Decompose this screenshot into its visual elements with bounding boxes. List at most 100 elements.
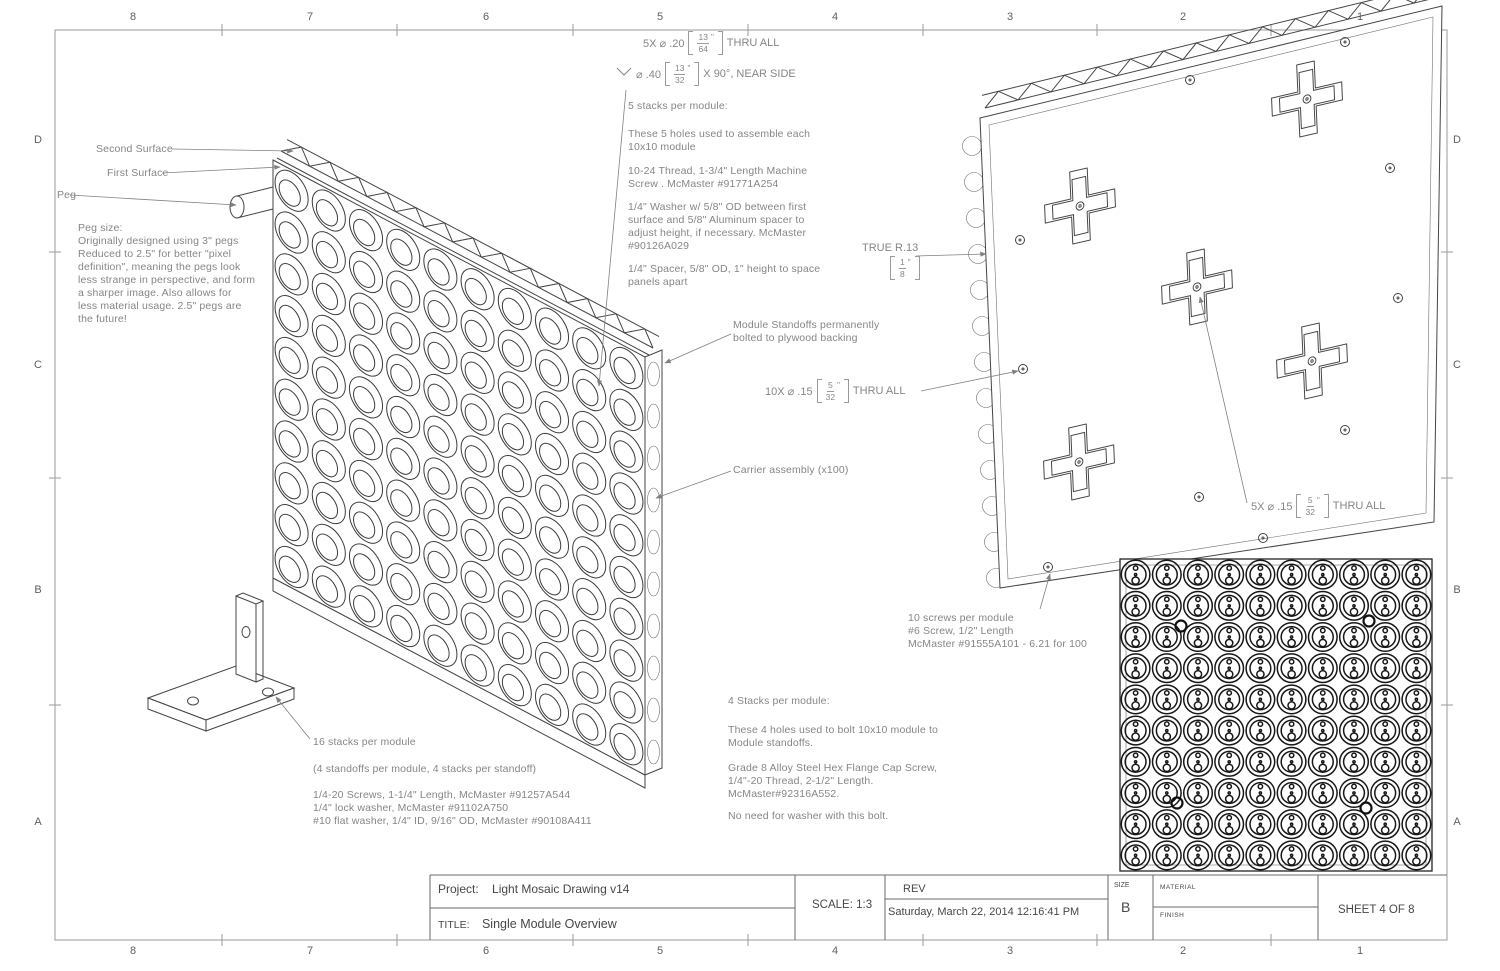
module-face-view bbox=[1119, 558, 1433, 872]
note-four-stacks-body: These 4 holes used to bolt 10x10 module … bbox=[728, 724, 939, 750]
standoff-bracket-drawing bbox=[146, 592, 296, 732]
zone-left-b: B bbox=[34, 584, 42, 596]
inch-mark: " bbox=[687, 63, 691, 73]
zone-bottom-8: 8 bbox=[129, 945, 137, 957]
callout-suffix: THRU ALL bbox=[852, 385, 906, 397]
note-five-stacks-body: These 5 holes used to assemble each 10x1… bbox=[628, 128, 811, 154]
inch-mark: " bbox=[1316, 495, 1320, 505]
fraction-numerator: 13 bbox=[697, 32, 709, 44]
bracket-glyph bbox=[664, 62, 670, 86]
note-five-stacks-heading: 5 stacks per module: bbox=[628, 100, 728, 112]
zone-right-d: D bbox=[1453, 134, 1461, 146]
callout-suffix: X 90°, NEAR SIDE bbox=[703, 68, 796, 80]
date-value: Saturday, March 22, 2014 12:16:41 PM bbox=[888, 906, 1080, 918]
cross-cutouts bbox=[1043, 60, 1348, 501]
bracket-glyph bbox=[694, 62, 700, 86]
inch-mark: " bbox=[907, 257, 911, 267]
bracket-glyph bbox=[890, 256, 895, 280]
note-ten-screws: 10 screws per module #6 Screw, 1/2" Leng… bbox=[908, 612, 1088, 651]
fraction-numerator: 13 bbox=[673, 63, 686, 75]
zone-top-8: 8 bbox=[129, 11, 137, 23]
sheet-border bbox=[49, 24, 1453, 946]
note-washer: 1/4" Washer w/ 5/8" OD between first sur… bbox=[628, 201, 807, 253]
pegboard-isometric-view bbox=[229, 139, 663, 789]
callout-prefix: ⌀ .40 bbox=[636, 68, 661, 81]
callout-suffix: THRU ALL bbox=[1332, 500, 1386, 512]
bracket-glyph bbox=[816, 379, 822, 403]
fraction-denominator: 32 bbox=[825, 391, 836, 402]
zone-left-c: C bbox=[34, 359, 42, 371]
inch-mark: " bbox=[837, 380, 840, 390]
title-block-project-row: Project: Light Mosaic Drawing v14 bbox=[438, 882, 629, 896]
note-grade8: Grade 8 Alloy Steel Hex Flange Cap Screw… bbox=[728, 762, 938, 801]
callout-prefix: 5X ⌀ .15 bbox=[1251, 500, 1293, 513]
title-value: Single Module Overview bbox=[481, 917, 617, 931]
zone-bottom-5: 5 bbox=[656, 945, 664, 957]
note-standoffs-detail: (4 standoffs per module, 4 stacks per st… bbox=[313, 763, 537, 775]
label-sixteen-stacks: 16 stacks per module bbox=[313, 736, 416, 748]
zone-bottom-7: 7 bbox=[306, 945, 314, 957]
note-machine-screw: 10-24 Thread, 1-3/4" Length Machine Scre… bbox=[628, 165, 808, 191]
zone-left-d: D bbox=[34, 134, 42, 146]
zone-bottom-2: 2 bbox=[1179, 945, 1187, 957]
zone-top-7: 7 bbox=[306, 11, 314, 23]
leader-lines bbox=[69, 89, 1248, 740]
label-carrier-assembly: Carrier assembly (x100) bbox=[733, 464, 849, 476]
title-block-title-row: TITLE: Single Module Overview bbox=[438, 915, 617, 933]
zone-right-b: B bbox=[1453, 584, 1461, 596]
callout-prefix: TRUE R.13 bbox=[862, 242, 919, 254]
sheet-number: SHEET 4 OF 8 bbox=[1338, 904, 1415, 916]
zone-top-1: 1 bbox=[1356, 11, 1364, 23]
zone-top-6: 6 bbox=[482, 11, 490, 23]
note-no-washer: No need for washer with this bolt. bbox=[728, 810, 889, 822]
inch-mark: " bbox=[710, 32, 714, 42]
title-label: TITLE: bbox=[438, 919, 470, 931]
bracket-glyph bbox=[843, 379, 849, 403]
carrier-grid bbox=[275, 163, 643, 771]
bracket-glyph bbox=[1296, 494, 1302, 518]
fraction-numerator: 5 bbox=[1306, 495, 1314, 507]
zone-top-5: 5 bbox=[656, 11, 664, 23]
bracket-glyph bbox=[717, 31, 723, 55]
panel-holes bbox=[1015, 37, 1403, 572]
fraction-denominator: 64 bbox=[698, 43, 708, 54]
bracket-glyph bbox=[688, 31, 694, 55]
label-second-surface: Second Surface bbox=[96, 143, 173, 155]
label-first-surface: First Surface bbox=[107, 167, 169, 179]
zone-bottom-3: 3 bbox=[1006, 945, 1014, 957]
note-peg-size: Peg size: Originally designed using 3" p… bbox=[78, 222, 256, 326]
callout-prefix: 5X ⌀ .20 bbox=[643, 37, 685, 50]
size-value: B bbox=[1121, 899, 1131, 915]
fraction-denominator: 32 bbox=[1305, 506, 1315, 517]
note-four-stacks-heading: 4 Stacks per module: bbox=[728, 695, 830, 707]
zone-bottom-6: 6 bbox=[482, 945, 490, 957]
fraction-denominator: 32 bbox=[674, 74, 685, 85]
title-block-lines bbox=[429, 874, 1447, 940]
fraction-denominator: 8 bbox=[900, 268, 905, 279]
project-value: Light Mosaic Drawing v14 bbox=[492, 882, 630, 896]
material-label: MATERIAL bbox=[1160, 884, 1197, 891]
label-peg: Peg bbox=[57, 189, 77, 201]
zone-right-c: C bbox=[1453, 359, 1461, 371]
zone-bottom-4: 4 bbox=[831, 945, 839, 957]
scale-value: SCALE: 1:3 bbox=[812, 899, 873, 911]
bracket-glyph bbox=[914, 256, 920, 280]
note-spacer: 1/4" Spacer, 5/8" OD, 1" height to space… bbox=[628, 263, 821, 289]
peg-drawing bbox=[229, 186, 274, 219]
callout-prefix: 10X ⌀ .15 bbox=[765, 385, 813, 398]
countersink-icon bbox=[616, 67, 632, 79]
rev-label: REV bbox=[903, 883, 926, 895]
zone-top-4: 4 bbox=[831, 11, 839, 23]
note-fastener-list: 1/4-20 Screws, 1-1/4" Length, McMaster #… bbox=[313, 789, 592, 828]
zone-bottom-1: 1 bbox=[1356, 945, 1364, 957]
